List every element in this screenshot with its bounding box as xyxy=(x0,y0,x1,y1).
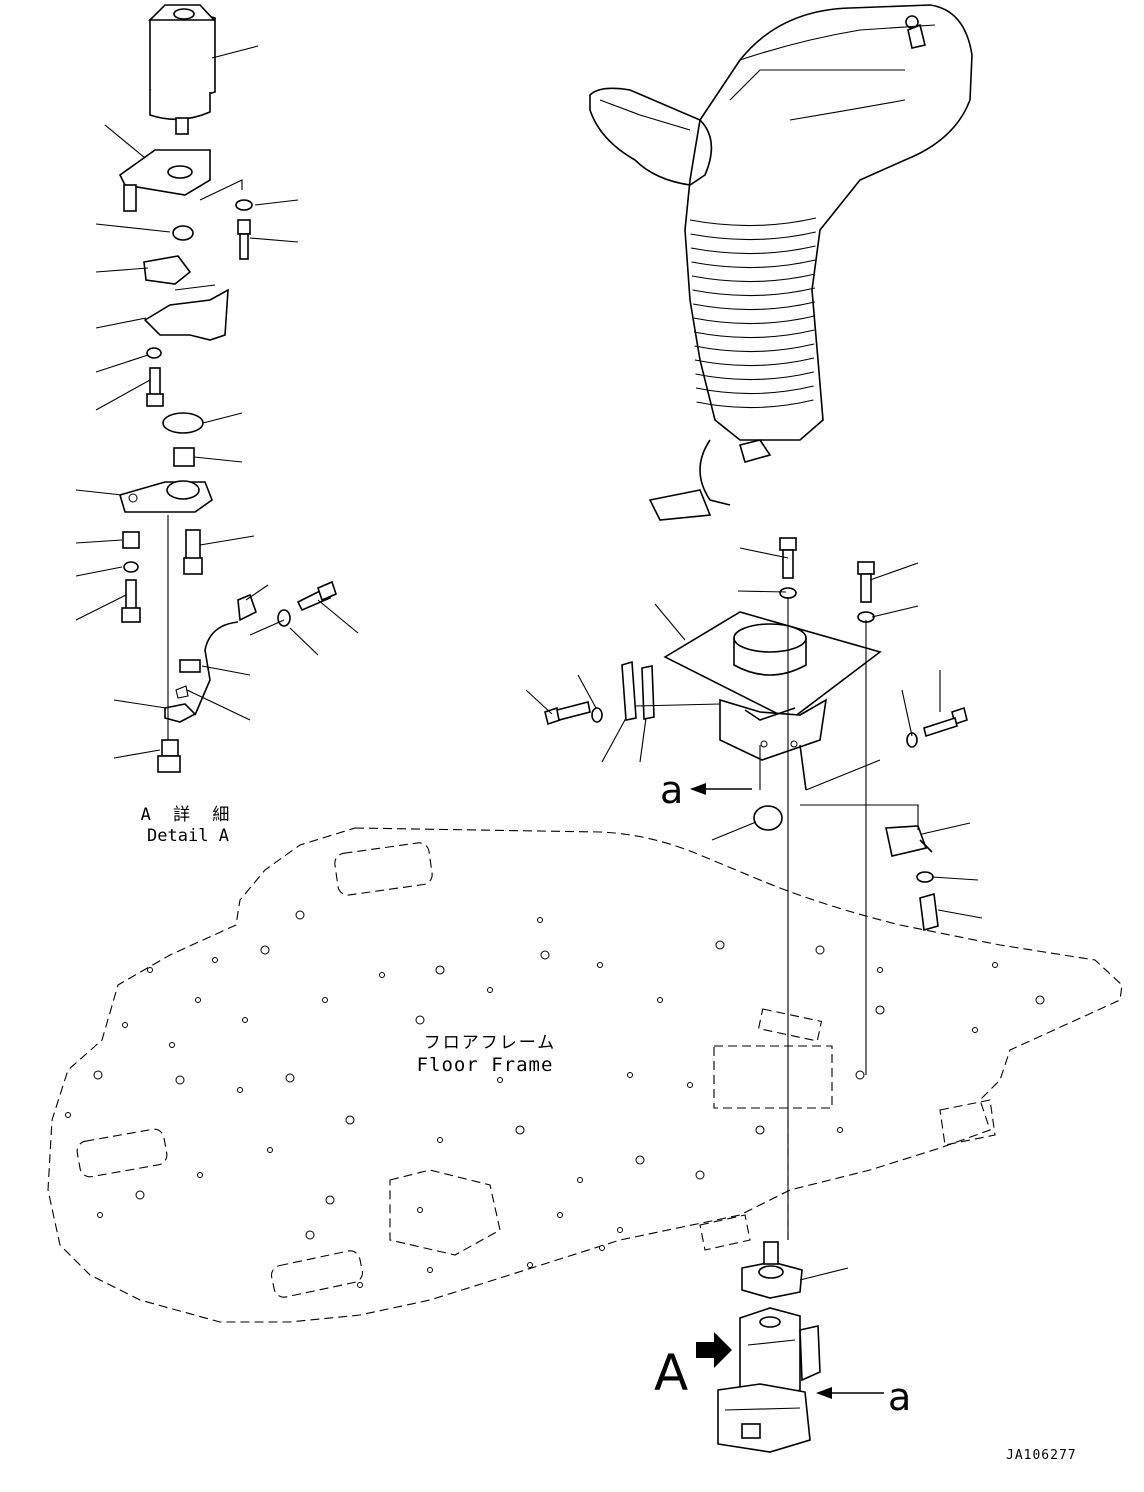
floor-frame-hole xyxy=(657,997,663,1003)
bellows-rib xyxy=(695,385,814,395)
floor-frame-hole xyxy=(875,1005,885,1015)
bellows-rib xyxy=(691,259,816,269)
detail-a-label-jp: A 詳 細 xyxy=(140,805,236,825)
floor-frame-hole xyxy=(237,1087,243,1093)
floor-frame-hole xyxy=(325,1195,335,1205)
floor-frame-hole xyxy=(345,1115,355,1125)
floor-frame-hole xyxy=(437,1137,443,1143)
floor-frame-hole xyxy=(242,1017,248,1023)
callout-A: A xyxy=(654,1344,689,1402)
floor-frame-hole xyxy=(357,1282,363,1288)
floor-frame-hole xyxy=(260,945,270,955)
floor-frame-label-jp: フロアフレーム xyxy=(423,1033,557,1053)
bellows-rib xyxy=(694,343,815,353)
bellows-rib xyxy=(696,399,814,409)
floor-frame-hole xyxy=(169,1042,175,1048)
floor-frame-hole xyxy=(715,940,725,950)
bellows-rib xyxy=(690,245,816,255)
floor-frame-hole xyxy=(992,962,998,968)
view-arrow-A xyxy=(696,1332,732,1368)
steering-column-assembly xyxy=(589,4,973,521)
floor-frame-hole xyxy=(417,1207,423,1213)
bellows-rib xyxy=(693,315,815,325)
bellows-rib xyxy=(689,217,817,227)
floor-frame-hole xyxy=(285,1073,295,1083)
floor-frame-hole xyxy=(597,962,603,968)
floor-frame-hole xyxy=(755,1125,765,1135)
bellows-rib xyxy=(692,301,815,311)
floor-frame-hole xyxy=(435,965,445,975)
floor-frame-hole xyxy=(212,957,218,963)
bellows-rib xyxy=(691,273,816,283)
lower-motor-unit xyxy=(717,1241,821,1453)
floor-frame-hole xyxy=(577,1177,583,1183)
column-mounting-bracket xyxy=(663,611,882,831)
floor-frame-label-en: Floor Frame xyxy=(416,1054,554,1076)
floor-frame-hole xyxy=(305,1230,315,1240)
bellows-rib xyxy=(693,329,815,339)
floor-frame-hole xyxy=(617,1227,623,1233)
bellows-rib xyxy=(690,231,816,241)
bellows-rib xyxy=(692,287,816,297)
floor-frame-hole xyxy=(97,1212,103,1218)
spacer-plates xyxy=(621,660,655,721)
floor-frame-hole xyxy=(877,967,883,973)
floor-frame-hole xyxy=(537,917,543,923)
alignment-lines xyxy=(635,597,919,1240)
floor-frame-hole xyxy=(65,1112,71,1118)
floor-frame-hole xyxy=(972,1027,978,1033)
floor-frame-hole xyxy=(635,1155,645,1165)
floor-frame-hole xyxy=(295,910,305,920)
floor-frame-hole xyxy=(135,1190,145,1200)
floor-frame-hole xyxy=(855,1070,865,1080)
floor-frame-hole xyxy=(687,1082,693,1088)
floor-frame-hole xyxy=(487,987,493,993)
floor-frame xyxy=(47,827,1123,1323)
floor-frame-hole xyxy=(815,945,825,955)
floor-frame-hole xyxy=(322,997,328,1003)
callout-a-lower: a xyxy=(888,1375,912,1419)
floor-frame-hole xyxy=(197,1172,203,1178)
floor-frame-hole xyxy=(195,997,201,1003)
bellows-rib xyxy=(694,357,815,367)
callout-a-upper: a xyxy=(660,768,684,812)
leader-lines xyxy=(75,45,983,1281)
floor-frame-hole xyxy=(515,1125,525,1135)
floor-frame-hole xyxy=(557,1212,563,1218)
floor-frame-hole xyxy=(527,1262,533,1268)
floor-frame-hole xyxy=(599,1245,605,1251)
floor-frame-hole xyxy=(497,1077,503,1083)
detail-A-assembly xyxy=(118,4,337,773)
floor-frame-hole xyxy=(695,1170,705,1180)
floor-frame-hole xyxy=(427,1267,433,1273)
floor-frame-hole xyxy=(147,967,153,973)
drawing-number: JA106277 xyxy=(1006,1448,1077,1463)
detail-a-label-en: Detail A xyxy=(147,826,229,846)
floor-frame-hole xyxy=(540,950,550,960)
bracket-fasteners xyxy=(544,537,968,932)
floor-frame-hole xyxy=(267,1147,273,1153)
floor-frame-hole xyxy=(379,972,385,978)
floor-frame-hole xyxy=(415,1015,425,1025)
floor-frame-hole xyxy=(122,1022,128,1028)
bellows-rib xyxy=(695,371,814,381)
floor-frame-hole xyxy=(837,1127,843,1133)
floor-frame-hole xyxy=(93,1070,103,1080)
floor-frame-hole xyxy=(175,1075,185,1085)
floor-frame-hole xyxy=(627,1072,633,1078)
floor-frame-hole xyxy=(1035,995,1045,1005)
